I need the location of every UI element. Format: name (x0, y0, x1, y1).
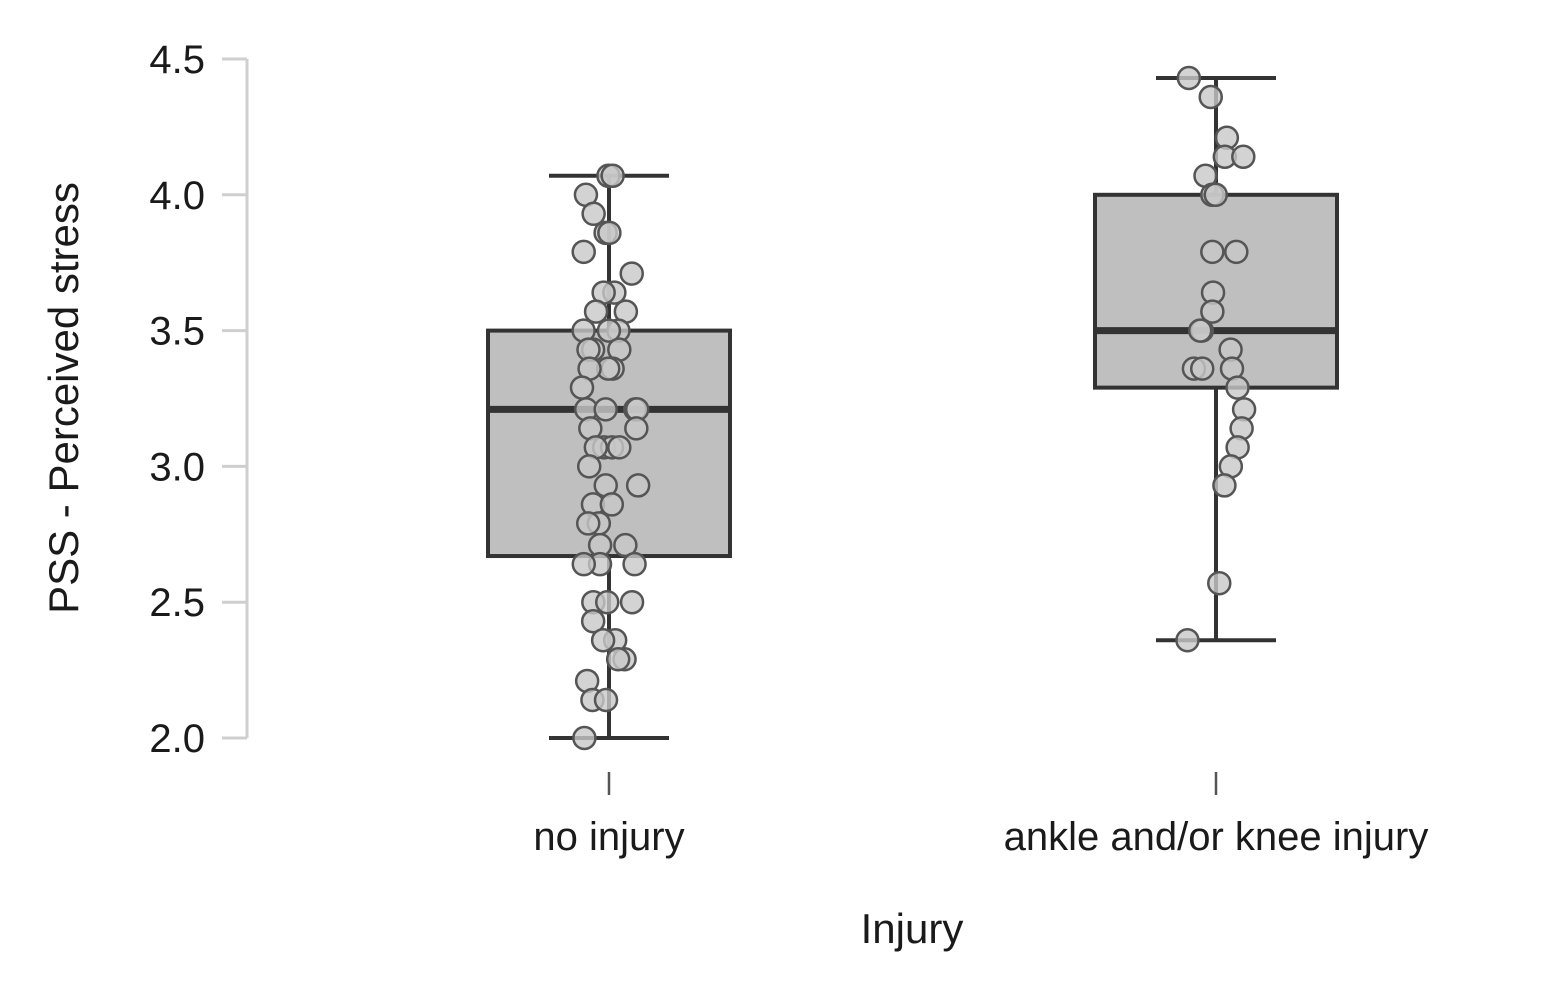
data-point (1198, 84, 1223, 110)
y-tick-label: 2.0 (149, 717, 205, 761)
data-point (624, 416, 649, 441)
data-point (572, 725, 597, 751)
data-point (1200, 239, 1225, 265)
data-point (622, 551, 647, 577)
data-point (1187, 318, 1213, 343)
data-point (625, 473, 651, 498)
y-tick-label: 4.5 (149, 38, 205, 82)
x-tick-label: ankle and/or knee injury (1004, 815, 1429, 859)
data-point (599, 492, 625, 517)
data-point (590, 627, 616, 653)
data-point (619, 589, 645, 615)
data-point (596, 318, 622, 343)
data-point (1231, 144, 1256, 170)
data-point (593, 397, 618, 422)
data-point (593, 687, 619, 713)
data-point (576, 454, 602, 479)
y-tick-label: 4.0 (149, 174, 205, 218)
y-axis-title: PSS - Perceived stress (40, 182, 87, 614)
data-point (581, 201, 606, 227)
data-point (1212, 473, 1237, 498)
data-point (594, 589, 620, 615)
data-point (569, 375, 595, 400)
x-tick-label: no injury (533, 815, 684, 859)
data-point (600, 163, 625, 189)
data-point (1175, 627, 1200, 653)
y-tick-label: 3.0 (149, 445, 205, 489)
data-point (605, 646, 631, 672)
y-axis-ticks: 2.0 2.5 3.0 3.5 4.0 4.5 (149, 38, 247, 761)
data-point (1203, 182, 1228, 208)
data-point (619, 261, 644, 286)
data-point (583, 299, 609, 324)
data-point (1207, 570, 1232, 596)
data-point (571, 239, 596, 265)
data-point (571, 551, 597, 577)
data-point (597, 220, 622, 246)
x-axis-ticks: no injury ankle and/or knee injury (533, 772, 1428, 859)
data-point (575, 511, 601, 536)
data-point (1189, 356, 1215, 381)
data-points (569, 65, 1257, 751)
x-axis-title: Injury (861, 905, 964, 952)
data-point (1200, 299, 1225, 324)
data-point (580, 608, 606, 634)
data-point (1224, 239, 1249, 265)
data-point (607, 435, 632, 460)
data-point (1225, 375, 1250, 400)
y-tick-label: 3.5 (149, 310, 205, 354)
data-point (1176, 65, 1202, 91)
y-tick-label: 2.5 (149, 581, 205, 625)
